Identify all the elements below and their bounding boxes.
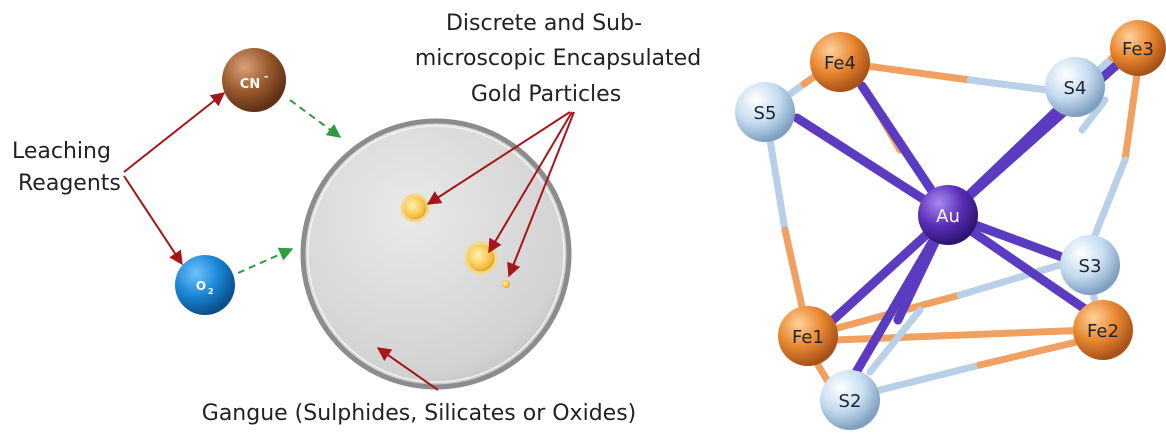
gold-particle-large [400,193,430,223]
svg-text:Fe3: Fe3 [1122,39,1154,60]
o2-label: O [196,279,206,293]
svg-text:Fe2: Fe2 [1087,321,1119,342]
arrow-label-to-gangue [376,347,439,391]
au-cluster-diagram: Fe4 Fe3 S4 S5 S3 Fe1 Fe2 S2 [735,20,1166,430]
arrow-label-to-gold-large [426,111,571,205]
atom-fe1: Fe1 [778,306,838,366]
leaching-diagram: CN - O 2 Leaching Reagents Discrete and … [12,11,701,426]
gold-label-line1: Discrete and Sub- [446,11,642,36]
svg-text:Au: Au [936,206,960,227]
gangue-particle-inner-rim [307,125,565,383]
leaching-label-line1: Leaching [12,139,111,164]
svg-text:Fe4: Fe4 [824,53,856,74]
atom-au: Au [918,185,978,245]
svg-text:S3: S3 [1079,256,1102,277]
leaching-label-line2: Reagents [18,171,121,196]
svg-text:Fe1: Fe1 [792,327,824,348]
cn-superscript: - [264,70,269,83]
o2-subscript: 2 [208,287,214,296]
cn-reagent-sphere [222,48,286,112]
atom-fe4: Fe4 [810,32,870,92]
atom-s2: S2 [820,370,880,430]
atom-fe3: Fe3 [1110,20,1166,76]
svg-text:S4: S4 [1064,78,1087,99]
arrow-label-to-gold-medium [488,111,573,254]
arrow-leaching-to-cn [123,92,226,173]
svg-text:S2: S2 [839,391,862,412]
atom-s5: S5 [735,82,795,142]
atom-s4: S4 [1045,57,1105,117]
gangue-particle [300,118,572,390]
gangue-label: Gangue (Sulphides, Silicates or Oxides) [202,401,636,426]
arrow-cn-to-gangue [289,99,342,138]
cn-label: CN [240,77,260,92]
arrow-leaching-to-o2 [123,175,183,266]
gold-particle-small [502,280,510,288]
atom-s3: S3 [1060,235,1120,295]
arrow-label-to-gold-small [507,111,575,278]
svg-text:S5: S5 [754,103,777,124]
arrow-o2-to-gangue [237,247,294,274]
o2-reagent-sphere [175,255,235,315]
gold-label-line2: microscopic Encapsulated [415,46,701,71]
gold-label-line3: Gold Particles [471,82,621,107]
atom-fe2: Fe2 [1073,300,1133,360]
